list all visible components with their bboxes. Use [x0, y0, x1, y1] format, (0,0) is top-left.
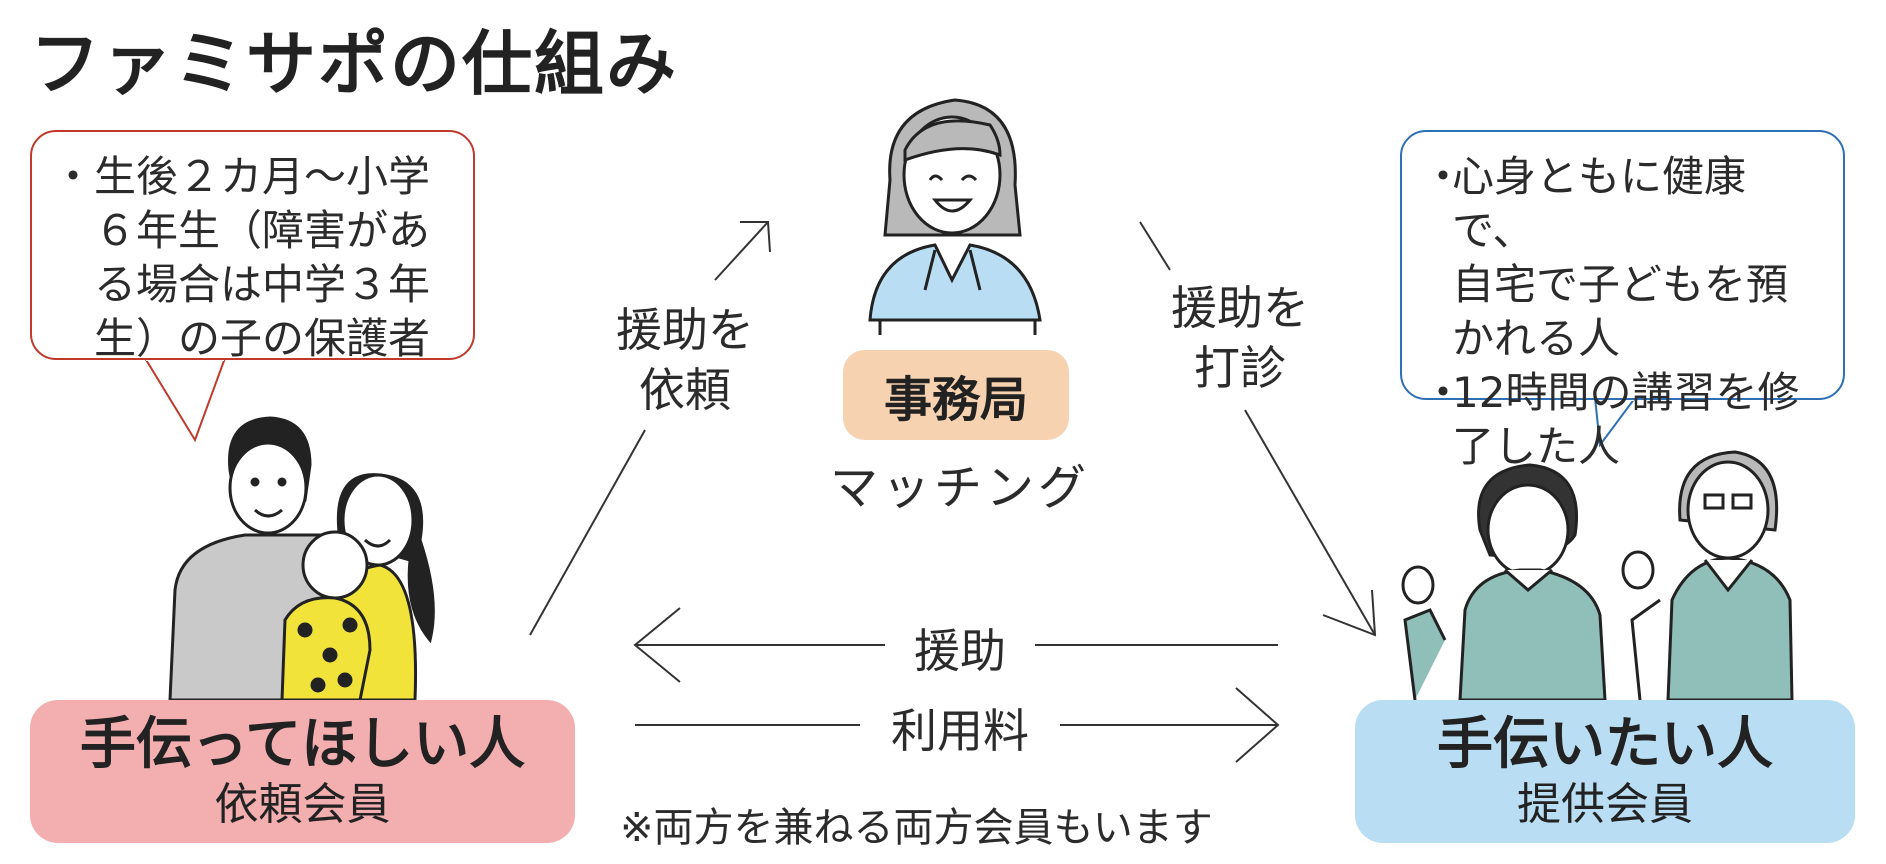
office-label-box: 事務局 [843, 350, 1069, 440]
requester-condition-line: ６年生（障害があ [52, 206, 431, 255]
provider-title: 手伝いたい人 [1437, 711, 1773, 777]
bullet-mark [1422, 420, 1452, 474]
bullet-mark [1422, 258, 1452, 312]
provider-condition-line: かれる人 [1422, 312, 1827, 366]
matching-label: マッチング [829, 460, 1090, 516]
footnote: ※両方を兼ねる両方会員もいます [620, 805, 1213, 851]
provider-condition-line: 自宅で子どもを預 [1422, 258, 1827, 312]
requester-subtitle: 依頼会員 [214, 778, 391, 830]
diagram-title: ファミサポの仕組み [30, 23, 678, 105]
office-staff-illustration [868, 98, 1042, 335]
help-label: 援助 [885, 615, 1035, 681]
requester-conditions-bubble: ・生後２カ月〜小学 ６年生（障害があ る場合は中学３年 生）の子の保護者 [30, 130, 475, 363]
provider-condition-text: 自宅で子どもを預 [1452, 260, 1789, 309]
provider-member-box: 手伝いたい人 提供会員 [1355, 700, 1855, 843]
provider-conditions-bubble: ・ 心身ともに健康で、 自宅で子どもを預 かれる人 ・ 12時間の講習を修 了し… [1400, 130, 1845, 471]
family-illustration [168, 416, 435, 702]
provider-condition-text: 12時間の講習を修 [1452, 368, 1800, 417]
requester-condition-line: ・生後２カ月〜小学 [52, 152, 431, 201]
bullet-mark: ・ [1422, 368, 1465, 417]
request-help-label-line1: 援助を [616, 303, 754, 357]
provider-subtitle: 提供会員 [1517, 778, 1693, 830]
elderly-couple-illustration [1401, 450, 1794, 702]
sound-out-label-line2: 打診 [1194, 341, 1286, 395]
requester-title: 手伝ってほしい人 [79, 711, 526, 777]
request-arrow [529, 221, 771, 636]
office-label: 事務局 [883, 372, 1028, 428]
provider-condition-line: ・ 心身ともに健康で、 [1422, 150, 1827, 258]
provider-condition-line: 了した人 [1422, 420, 1827, 474]
request-help-label: 援助を 依頼 [590, 300, 780, 420]
fee-label: 利用料 [860, 695, 1060, 761]
requester-member-box: 手伝ってほしい人 依頼会員 [30, 700, 575, 843]
sound-out-label-line1: 援助を [1171, 281, 1309, 335]
provider-condition-text: かれる人 [1452, 314, 1621, 363]
provider-condition-line: ・ 12時間の講習を修 [1422, 366, 1827, 420]
requester-bubble-tail [143, 357, 227, 443]
sound-out-arrow [1139, 221, 1377, 637]
bullet-mark: ・ [1422, 152, 1465, 201]
provider-condition-text: 心身ともに健康で、 [1452, 152, 1747, 255]
requester-condition-line: る場合は中学３年 [52, 260, 431, 309]
provider-condition-text: 了した人 [1452, 422, 1621, 471]
bullet-mark [1422, 312, 1452, 366]
requester-condition-line: 生）の子の保護者 [52, 314, 431, 363]
request-help-label-line2: 依頼 [639, 363, 731, 417]
sound-out-label: 援助を 打診 [1145, 278, 1335, 398]
